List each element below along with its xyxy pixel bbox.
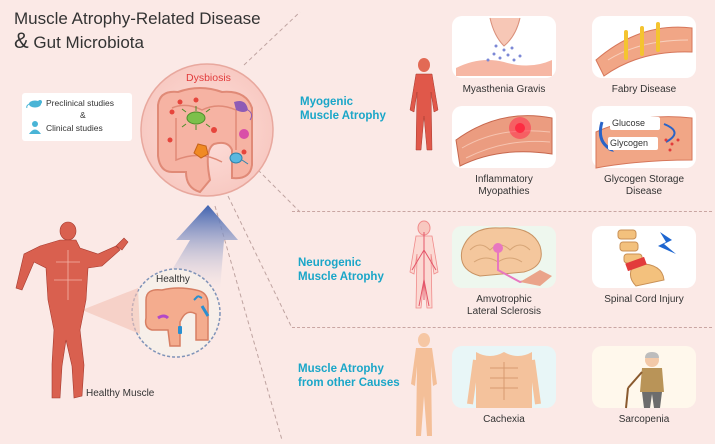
bacteria-green-icon [181, 106, 211, 130]
label-myasthenia-gravis: Myasthenia Gravis [462, 84, 546, 95]
dysbiosis-circle [140, 63, 274, 197]
bacteria-orange-icon [193, 143, 209, 159]
legend-ampersand: & [80, 110, 86, 120]
healthy-muscle-body [15, 221, 129, 399]
legend-preclinical: Preclinical studies [46, 98, 115, 108]
panel-fabry-disease [592, 16, 696, 78]
glycogen-label: Glycogen [610, 138, 649, 148]
bacteria-purple-icon [234, 101, 253, 121]
panel-myasthenia-gravis [452, 16, 556, 78]
label-spinal-cord-injury: Spinal Cord Injury [604, 294, 684, 305]
category-myogenic: Myogenic Muscle Atrophy [300, 96, 386, 122]
label-fabry-disease: Fabry Disease [611, 84, 677, 95]
category-other-causes: Muscle Atrophy from other Causes [298, 363, 400, 389]
title-line-2: Gut Microbiota [33, 33, 144, 52]
panel-glycogen-storage [592, 106, 696, 169]
separator-2 [292, 327, 712, 328]
dysbiosis-label: Dysbiosis [186, 72, 231, 84]
bacteria-blue-icon [229, 152, 249, 165]
healthy-muscle-label: Healthy Muscle [86, 388, 155, 399]
separator-1 [292, 211, 712, 212]
other-causes-figure [411, 333, 437, 436]
category-neurogenic: Neurogenic Muscle Atrophy [298, 257, 384, 283]
myogenic-muscle-figure [409, 58, 439, 151]
label-sarcopenia: Sarcopenia [618, 414, 670, 425]
title-ampersand: & [14, 28, 29, 53]
mouse-icon [26, 100, 42, 108]
person-icon [29, 121, 41, 134]
title-line-1: Muscle Atrophy-Related Disease [14, 9, 261, 28]
panel-sarcopenia [592, 346, 696, 409]
page-title: Muscle Atrophy-Related Disease & Gut Mic… [14, 8, 261, 54]
label-cachexia: Cachexia [483, 414, 525, 425]
legend-clinical: Clinical studies [46, 123, 103, 133]
connector-lines [214, 11, 301, 441]
label-als: Amvotrophic Lateral Sclerosis [467, 294, 541, 317]
healthy-label: Healthy [156, 274, 190, 285]
healthy-circle [131, 268, 221, 358]
legend-box: Preclinical studies & Clinical studies [22, 93, 132, 141]
label-inflammatory-myopathies: Inflammatory Myopathies [475, 174, 533, 197]
panel-cachexia [452, 346, 556, 408]
glucose-label: Glucose [612, 118, 646, 128]
panel-inflammatory-myopathies [452, 106, 556, 168]
bacteria-pink-icon [239, 129, 249, 139]
panel-spinal-cord-injury [592, 226, 696, 288]
label-glycogen-storage-disease: Glycogen Storage Disease [603, 174, 685, 197]
neurogenic-nerve-figure [409, 220, 439, 309]
panel-als [452, 226, 556, 288]
